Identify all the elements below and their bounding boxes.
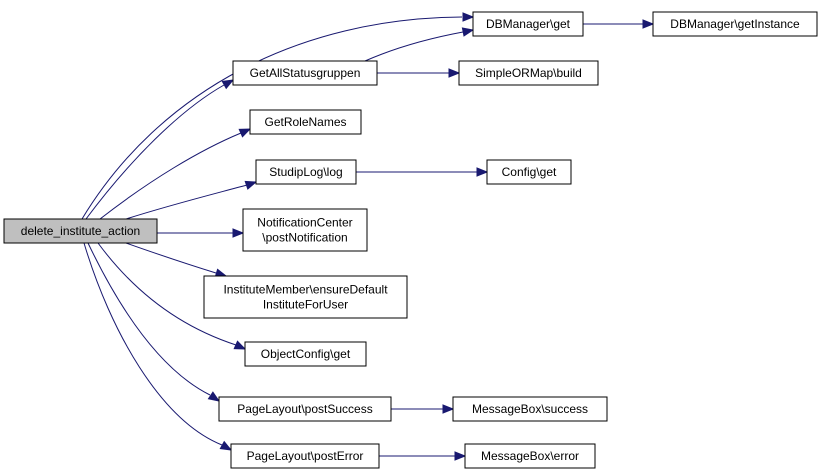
edge-root-postsuccess [87, 242, 221, 402]
call-nodes: delete_institute_action DBManager\get DBMa… [3, 11, 818, 469]
edge-status-dbget-line [364, 31, 464, 62]
node-configget[interactable]: Config\get [486, 159, 572, 185]
node-dbget-box [472, 11, 584, 37]
edge-root-dbget-arrowhead [462, 12, 475, 22]
node-notify-label: \postNotification [262, 231, 347, 245]
edge-success-msg-arrowhead [442, 404, 455, 414]
edge-root-posterror [83, 242, 233, 451]
edge-error-msg [379, 451, 467, 461]
edge-root-rolenames-line [99, 132, 242, 220]
edge-status-dbget-arrowhead [461, 27, 475, 37]
node-postsuccess[interactable]: PageLayout\postSuccess [218, 396, 392, 422]
edge-root-objcfg-arrowhead [233, 340, 247, 350]
node-instmember-box [203, 275, 408, 319]
node-studiplog[interactable]: StudipLog\log [255, 159, 357, 185]
node-dbget-label: DBManager\get [486, 17, 571, 31]
node-msgerror-label: MessageBox\error [481, 449, 579, 463]
node-studiplog-box [255, 159, 357, 185]
edge-root-notify-arrowhead [232, 228, 245, 238]
node-msgerror-box [464, 443, 596, 469]
node-instmember-label: InstituteMember\ensureDefault [223, 283, 388, 297]
node-root-label: delete_institute_action [21, 224, 140, 238]
node-dbinst-label: DBManager\getInstance [670, 17, 800, 31]
node-notify-box [242, 208, 368, 252]
node-objcfg-label: ObjectConfig\get [261, 347, 351, 361]
node-status[interactable]: GetAllStatusgruppen [232, 60, 378, 86]
edge-root-objcfg [97, 242, 247, 350]
edge-status-sormbuild [377, 68, 461, 78]
node-msgerror[interactable]: MessageBox\error [464, 443, 596, 469]
node-instmember[interactable]: InstituteMember\ensureDefaultInstituteFo… [203, 275, 408, 319]
edge-success-msg [391, 404, 455, 414]
call-edges [81, 12, 655, 461]
node-msgsuccess-label: MessageBox\success [472, 402, 588, 416]
node-status-box [232, 60, 378, 86]
edge-root-status-line [85, 84, 225, 220]
edge-dbget-dbinst [583, 19, 655, 29]
node-rolenames-box [249, 109, 362, 135]
node-configget-label: Config\get [502, 165, 557, 179]
edge-root-posterror-line [83, 242, 223, 446]
node-postsuccess-label: PageLayout\postSuccess [237, 402, 372, 416]
edge-root-rolenames-arrowhead [238, 128, 252, 138]
node-rolenames-label: GetRoleNames [264, 115, 346, 129]
node-dbinst-box [652, 11, 818, 37]
edge-root-postsuccess-line [87, 242, 211, 396]
edge-status-sormbuild-arrowhead [448, 68, 461, 78]
node-sormbuild-box [458, 60, 599, 86]
node-postsuccess-box [218, 396, 392, 422]
edge-root-instmember [125, 242, 228, 278]
node-root[interactable]: delete_institute_action [3, 218, 158, 244]
node-posterror-label: PageLayout\postError [247, 449, 364, 463]
edge-root-status [85, 79, 235, 220]
edge-root-studiplog [125, 180, 258, 220]
edge-root-postsuccess-arrowhead [207, 391, 221, 402]
node-notify-label: NotificationCenter [257, 216, 352, 230]
node-objcfg-box [244, 341, 367, 367]
node-msgsuccess[interactable]: MessageBox\success [452, 396, 608, 422]
node-studiplog-label: StudipLog\log [269, 165, 342, 179]
node-dbinst[interactable]: DBManager\getInstance [652, 11, 818, 37]
node-posterror[interactable]: PageLayout\postError [230, 443, 380, 469]
edge-root-status-arrowhead [221, 79, 235, 90]
edge-root-rolenames [99, 128, 252, 220]
edge-status-dbget [364, 27, 475, 62]
edge-root-objcfg-line [97, 242, 237, 346]
node-sormbuild[interactable]: SimpleORMap\build [458, 60, 599, 86]
node-instmember-label: InstituteForUser [263, 298, 348, 312]
node-status-label: GetAllStatusgruppen [250, 66, 361, 80]
node-posterror-box [230, 443, 380, 469]
edge-root-instmember-line [125, 242, 217, 274]
edge-root-posterror-arrowhead [219, 440, 233, 451]
edge-root-studiplog-arrowhead [244, 180, 258, 190]
node-notify[interactable]: NotificationCenter\postNotification [242, 208, 368, 252]
edge-root-notify [157, 228, 245, 238]
edge-root-studiplog-line [125, 184, 248, 220]
edge-studiplog-config-arrowhead [476, 167, 489, 177]
node-msgsuccess-box [452, 396, 608, 422]
node-objcfg[interactable]: ObjectConfig\get [244, 341, 367, 367]
edge-error-msg-arrowhead [454, 451, 467, 461]
edge-dbget-dbinst-arrowhead [642, 19, 655, 29]
node-root-box [3, 218, 158, 244]
node-configget-box [486, 159, 572, 185]
node-sormbuild-label: SimpleORMap\build [475, 66, 582, 80]
node-dbget[interactable]: DBManager\get [472, 11, 584, 37]
edge-studiplog-config [356, 167, 489, 177]
node-rolenames[interactable]: GetRoleNames [249, 109, 362, 135]
